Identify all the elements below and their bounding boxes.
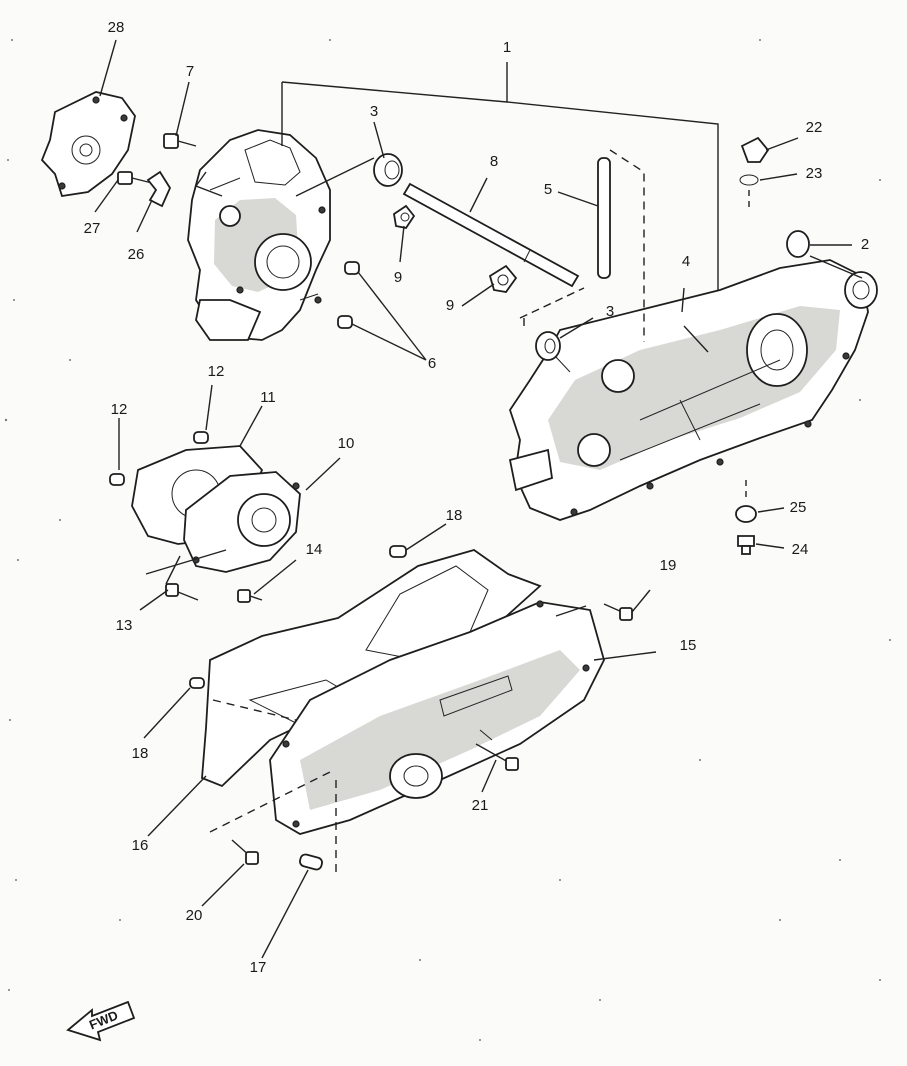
callout-2: 2 bbox=[861, 236, 869, 253]
bushing-2 bbox=[786, 230, 810, 258]
callout-4: 4 bbox=[682, 253, 690, 270]
bracket-26 bbox=[146, 170, 172, 208]
fwd-arrow: FWD bbox=[66, 1000, 136, 1042]
callout-6: 6 bbox=[428, 355, 436, 372]
callout-18b: 18 bbox=[132, 745, 149, 762]
callout-26: 26 bbox=[128, 246, 145, 263]
left-crankcase-half bbox=[187, 129, 331, 341]
callout-9a: 9 bbox=[394, 269, 402, 286]
callout-11: 11 bbox=[260, 389, 276, 406]
bolt-21 bbox=[475, 743, 519, 771]
bearing-3a bbox=[373, 153, 403, 187]
callout-24: 24 bbox=[792, 541, 809, 558]
bolt-13 bbox=[165, 583, 199, 601]
shaft-8 bbox=[402, 182, 580, 288]
callout-13: 13 bbox=[116, 617, 133, 634]
callout-10: 10 bbox=[338, 435, 355, 452]
dowel-pins-6 bbox=[337, 261, 360, 329]
callout-12a: 12 bbox=[208, 363, 225, 380]
callout-1: 1 bbox=[503, 39, 511, 56]
dowel-pins-18 bbox=[189, 545, 407, 689]
bolt-19 bbox=[603, 603, 633, 621]
leader-lines bbox=[94, 39, 863, 959]
callout-25: 25 bbox=[790, 499, 807, 516]
drain-bolt-24 bbox=[737, 535, 755, 555]
callout-7: 7 bbox=[186, 63, 194, 80]
callout-3b: 3 bbox=[606, 303, 614, 320]
callout-5: 5 bbox=[544, 181, 552, 198]
dowel-17 bbox=[299, 853, 323, 871]
callout-15: 15 bbox=[680, 637, 697, 654]
gasket-plate-28 bbox=[40, 91, 136, 198]
bolt-20 bbox=[231, 839, 259, 865]
callout-27: 27 bbox=[84, 220, 101, 237]
callout-8: 8 bbox=[490, 153, 498, 170]
callout-23: 23 bbox=[806, 165, 823, 182]
callout-14: 14 bbox=[306, 541, 323, 558]
bolt-14 bbox=[237, 589, 263, 603]
callout-21: 21 bbox=[472, 797, 489, 814]
crankcase-cover-15 bbox=[269, 600, 605, 835]
callout-3a: 3 bbox=[370, 103, 378, 120]
oil-seal-9a bbox=[393, 204, 416, 230]
callout-numbers: 1 2 3 3 4 5 6 7 8 9 9 10 11 12 12 13 14 … bbox=[84, 19, 870, 976]
cap-25 bbox=[735, 505, 757, 523]
scan-noise bbox=[4, 39, 891, 1041]
callout-20: 20 bbox=[186, 907, 203, 924]
o-ring-23 bbox=[739, 174, 759, 186]
callout-22: 22 bbox=[806, 119, 823, 136]
pump-cover-10 bbox=[183, 471, 301, 573]
callout-19: 19 bbox=[660, 557, 677, 574]
bearing-3b bbox=[535, 331, 561, 361]
callout-16: 16 bbox=[132, 837, 149, 854]
callout-9b: 9 bbox=[446, 297, 454, 314]
callout-12b: 12 bbox=[111, 401, 128, 418]
callout-28: 28 bbox=[108, 19, 125, 36]
callout-17: 17 bbox=[250, 959, 267, 976]
oil-seal-9b bbox=[488, 264, 518, 293]
bolt-27 bbox=[117, 171, 153, 185]
plug-22 bbox=[740, 136, 770, 163]
callout-18a: 18 bbox=[446, 507, 463, 524]
dowel-pins-12 bbox=[109, 431, 209, 486]
right-crankcase-half bbox=[508, 259, 878, 521]
pin-5 bbox=[597, 157, 611, 279]
bolt-7 bbox=[163, 133, 197, 149]
